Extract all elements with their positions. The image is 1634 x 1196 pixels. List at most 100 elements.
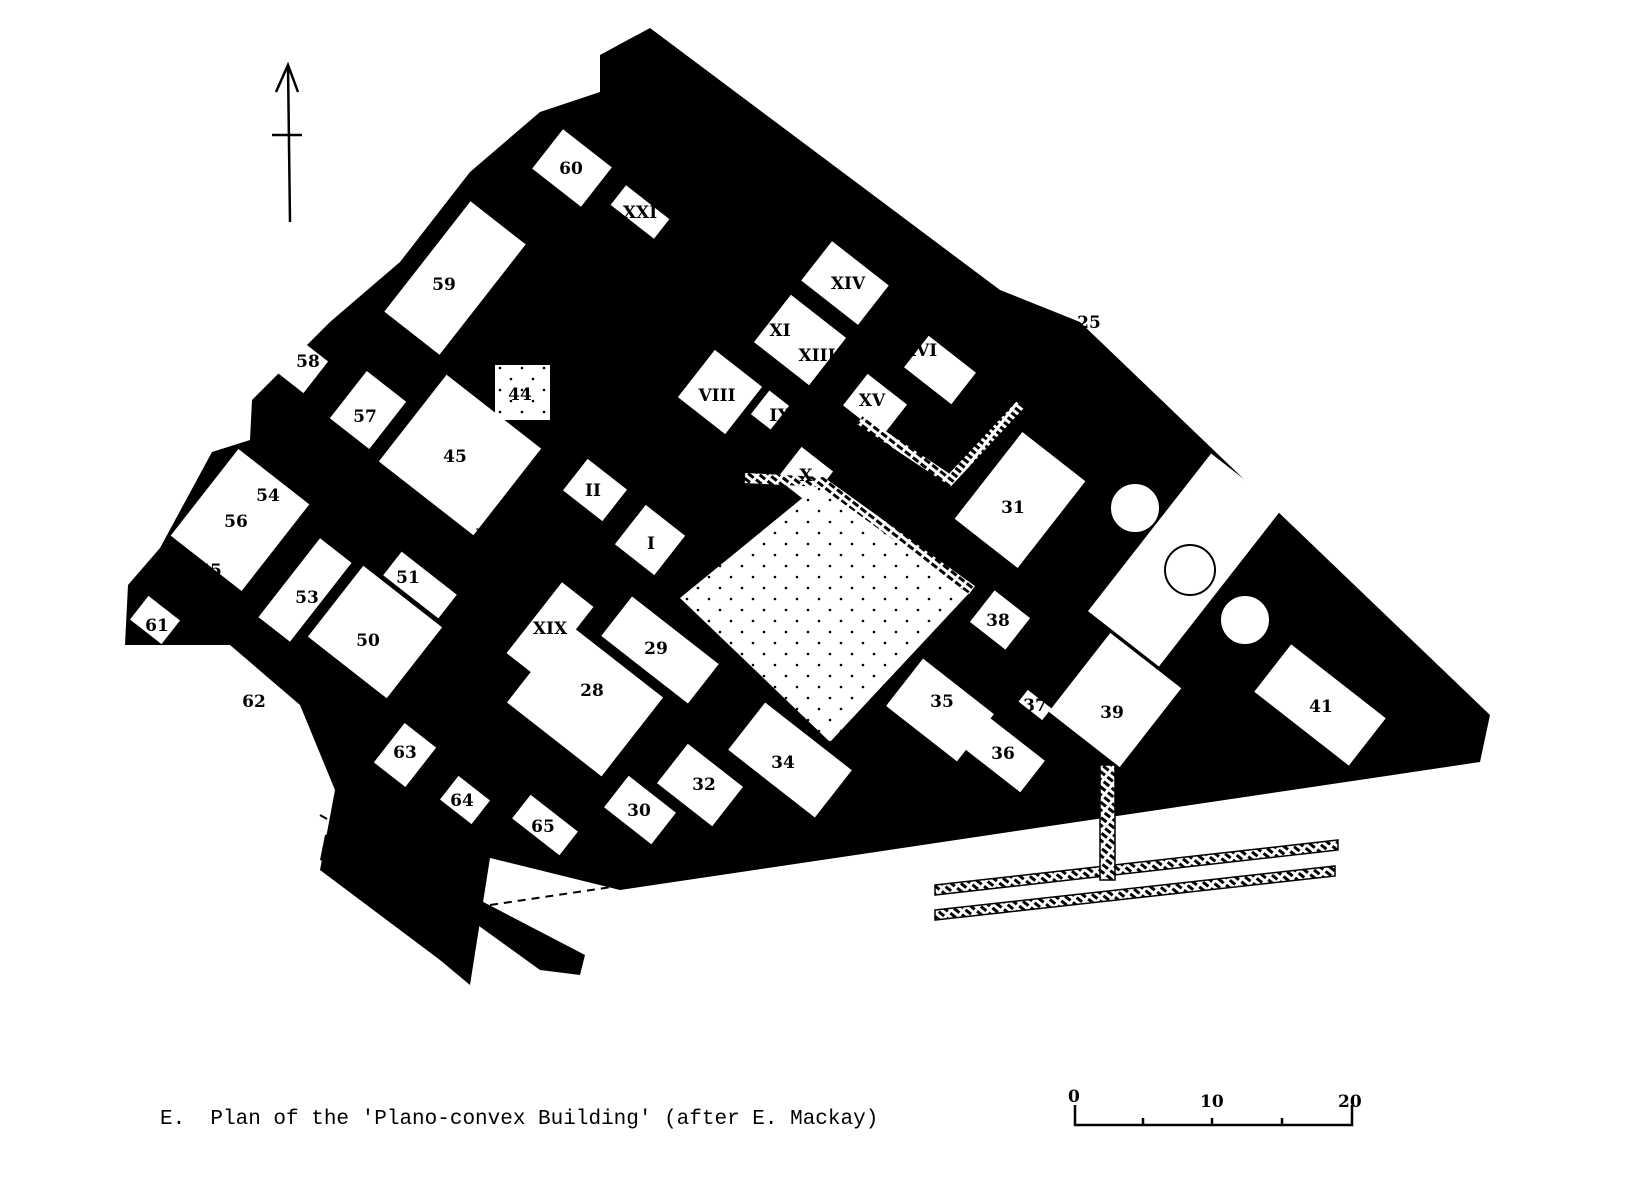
room-label: 45	[443, 447, 467, 467]
room-floor	[753, 294, 847, 386]
room-label: 54	[256, 486, 280, 506]
room-label: 39	[1100, 703, 1124, 723]
room-label: 57	[353, 407, 377, 427]
room-label: X	[799, 466, 813, 486]
room-floor	[329, 370, 407, 450]
room-label: 35	[930, 692, 954, 712]
room-label: I	[647, 534, 655, 554]
room-label: 44	[508, 385, 532, 405]
room-label: XIV	[831, 274, 866, 294]
room-label: 31	[1001, 498, 1025, 518]
room-floor	[384, 201, 526, 355]
figure-caption: E. Plan of the 'Plano-convex Building' (…	[160, 1108, 879, 1131]
room-label: 37	[1023, 696, 1047, 716]
room-label: XXI	[623, 203, 657, 223]
dashed-line	[319, 814, 471, 901]
room-floor	[677, 349, 763, 435]
room-label: VIII	[697, 386, 735, 406]
room-label: 34	[771, 753, 795, 773]
room-label: 42	[591, 257, 615, 277]
scale-label-10: 10	[1200, 1092, 1224, 1112]
room-floor	[954, 432, 1086, 568]
room-label: 65	[531, 817, 555, 837]
room-floor	[886, 658, 994, 762]
room-label: XI	[769, 321, 790, 341]
room-label: XX	[667, 285, 694, 305]
room-label: 38	[986, 611, 1010, 631]
room-label: VII	[664, 341, 694, 361]
room-floor	[969, 590, 1031, 650]
room-label: XV	[859, 391, 886, 411]
room-floor	[1018, 689, 1052, 721]
room-label: 59	[432, 275, 456, 295]
storage-jar-circle	[1164, 544, 1216, 596]
room-label: XXIV	[456, 611, 504, 631]
room-floor	[271, 336, 329, 394]
room-label: 64	[450, 791, 474, 811]
room-floor	[170, 448, 310, 592]
room-floor	[728, 702, 852, 818]
room-label: 63	[393, 743, 417, 763]
room-label: 25	[1077, 313, 1101, 333]
room-label: 36	[991, 744, 1015, 764]
outer-wall-fragment	[320, 830, 585, 975]
scale-label-0: 0	[1068, 1087, 1080, 1107]
room-floor	[604, 775, 676, 845]
scale-bar	[1073, 1105, 1354, 1127]
room-floor	[1048, 632, 1182, 768]
room-label: 61	[145, 616, 169, 636]
room-floor	[258, 538, 352, 642]
room-label: 30	[627, 801, 651, 821]
room-label: 56	[224, 512, 248, 532]
scale-label-20: 20	[1338, 1092, 1362, 1112]
room-floor	[614, 504, 686, 576]
room-floor	[440, 775, 490, 825]
room-label: IX	[769, 406, 791, 426]
room-label: 41	[1309, 697, 1333, 717]
room-floor	[562, 458, 628, 522]
room-label: XVI	[903, 341, 937, 361]
room-label: XIX	[533, 619, 568, 639]
courtyard-floor-dots	[680, 482, 972, 742]
rooms-layer	[130, 129, 1386, 856]
room-label: 58	[296, 352, 320, 372]
room-floor	[307, 565, 443, 699]
room-label: VI	[621, 396, 643, 416]
room-label: XIII	[798, 346, 835, 366]
room-floor	[130, 595, 180, 645]
room-label: 51	[396, 568, 420, 588]
room-floor	[610, 185, 670, 239]
room-floor	[750, 390, 790, 430]
room-floor	[506, 582, 594, 678]
room-label: 32	[692, 775, 716, 795]
room-floor	[842, 373, 908, 437]
room-label: 62	[242, 692, 266, 712]
room-floor	[801, 241, 889, 325]
room-floor	[601, 596, 719, 704]
room-label: 43	[546, 318, 570, 338]
room-label: 29	[644, 639, 668, 659]
north-arrow-icon	[272, 61, 302, 223]
brick-edge	[857, 401, 1024, 487]
room-label: 55	[198, 561, 222, 581]
drains	[934, 764, 1339, 921]
room-floor	[214, 665, 286, 735]
room-label: II	[585, 481, 601, 501]
dashed-line	[489, 884, 626, 906]
room-label: III	[703, 481, 727, 501]
dotted-room-44-fill	[495, 365, 550, 420]
room-floor	[532, 129, 612, 207]
room-label: 26	[466, 709, 490, 729]
room-floor	[904, 335, 976, 405]
room-floor	[965, 717, 1045, 793]
room-label: 60	[559, 159, 583, 179]
room-floor	[512, 794, 578, 856]
storage-jar-circle	[1109, 482, 1161, 534]
room-label: XVII	[476, 526, 518, 546]
room-floor	[383, 551, 457, 619]
room-label: 53	[295, 588, 319, 608]
room-label: 50	[356, 631, 380, 651]
room-floor	[378, 374, 542, 536]
